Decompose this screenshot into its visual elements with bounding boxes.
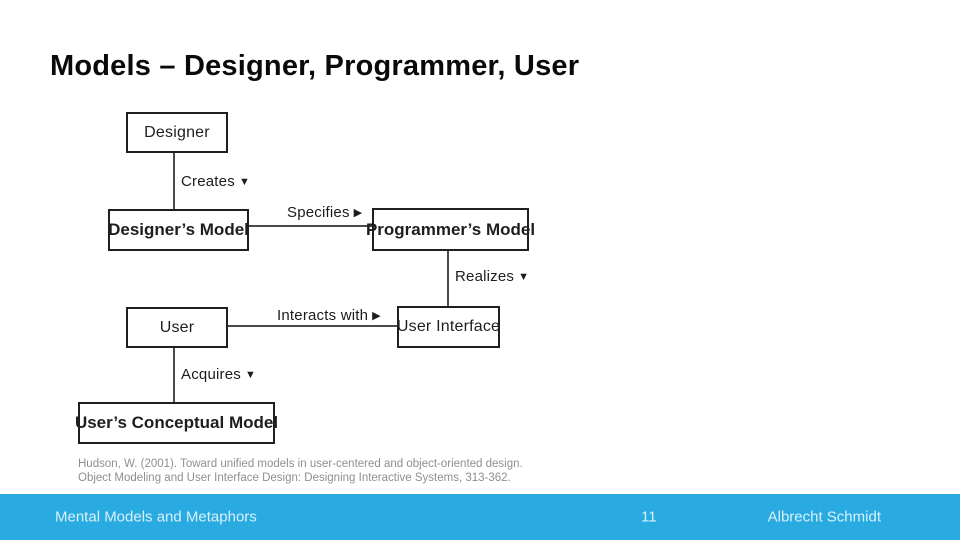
down-arrow-icon: ▼: [244, 369, 257, 381]
edge-label-acquires: Acquires▼: [181, 366, 256, 383]
edge-label-realizes: Realizes▼: [455, 268, 529, 285]
footer-lecture-title: Mental Models and Metaphors: [55, 508, 257, 526]
footer-bar: Mental Models and Metaphors 11 Albrecht …: [0, 494, 960, 540]
citation: Hudson, W. (2001). Toward unified models…: [78, 457, 523, 485]
edge-label-text: Realizes: [455, 268, 515, 285]
citation-line-1: Hudson, W. (2001). Toward unified models…: [78, 458, 523, 470]
down-arrow-icon: ▼: [518, 271, 530, 283]
edge-label-specifies: Specifies▶: [287, 204, 362, 221]
diagram-node-designers-model: Designer’s Model: [108, 209, 249, 251]
slide-title: Models – Designer, Programmer, User: [50, 50, 580, 82]
diagram-node-user: User: [126, 307, 228, 348]
connector-user-to-user-interface: [228, 325, 397, 327]
edge-label-text: Specifies: [287, 204, 350, 221]
connector-user-to-users-conceptual-model: [173, 347, 175, 403]
connector-designer-to-designers-model: [173, 152, 175, 210]
diagram-node-designer: Designer: [126, 112, 228, 153]
edge-label-text: Creates: [181, 173, 235, 190]
edge-label-creates: Creates▼: [181, 173, 250, 190]
diagram-node-users-conceptual-model: User’s Conceptual Model: [75, 402, 278, 444]
edge-label-text: Interacts with: [277, 307, 369, 324]
edge-label-text: Acquires: [181, 366, 241, 383]
down-arrow-icon: ▼: [238, 176, 251, 188]
diagram-node-user-interface: User Interface: [397, 306, 500, 348]
right-arrow-icon: ▶: [353, 207, 363, 219]
edge-label-interacts-with: Interacts with▶: [277, 307, 381, 324]
connector-programmers-model-to-user-interface: [447, 250, 449, 307]
footer-author: Albrecht Schmidt: [767, 508, 881, 526]
connector-designers-model-to-programmers-model: [249, 225, 372, 227]
right-arrow-icon: ▶: [372, 310, 381, 322]
diagram-node-programmers-model: Programmer’s Model: [366, 208, 535, 251]
citation-line-2: Object Modeling and User Interface Desig…: [78, 472, 511, 484]
footer-page-number: 11: [641, 508, 657, 526]
